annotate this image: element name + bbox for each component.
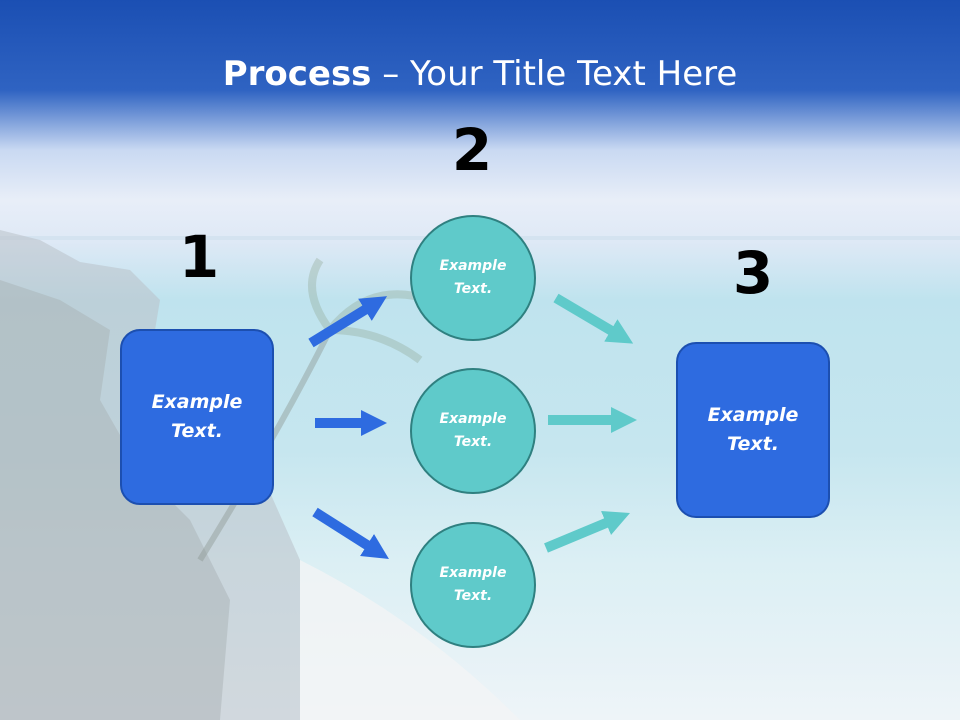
- step-2-circle-top: Example Text.: [410, 215, 536, 341]
- arrow-top-to-3: [553, 293, 634, 344]
- arrow-1-to-top: [308, 296, 388, 348]
- title-rest: – Your Title Text Here: [371, 54, 738, 94]
- title-bold: Process: [222, 54, 372, 94]
- step-2-item-1-text: Example Text.: [439, 258, 507, 297]
- step-2-circle-bottom: Example Text.: [410, 522, 536, 648]
- step-2-item-3-text: Example Text.: [439, 565, 507, 604]
- step-3-text: Example Text.: [707, 404, 799, 455]
- arrow-1-to-bottom: [312, 507, 389, 559]
- arrow-bottom-to-3: [544, 511, 630, 553]
- step-2-item-2-text: Example Text.: [439, 411, 507, 450]
- step-number-2: 2: [451, 116, 493, 184]
- step-1-text: Example Text.: [151, 391, 243, 442]
- step-1-box: Example Text.: [120, 329, 274, 505]
- slide-title: Process – Your Title Text Here: [0, 52, 960, 96]
- step-number-1: 1: [178, 223, 220, 291]
- step-2-circle-middle: Example Text.: [410, 368, 536, 494]
- step-number-3: 3: [732, 239, 774, 307]
- step-3-box: Example Text.: [676, 342, 830, 518]
